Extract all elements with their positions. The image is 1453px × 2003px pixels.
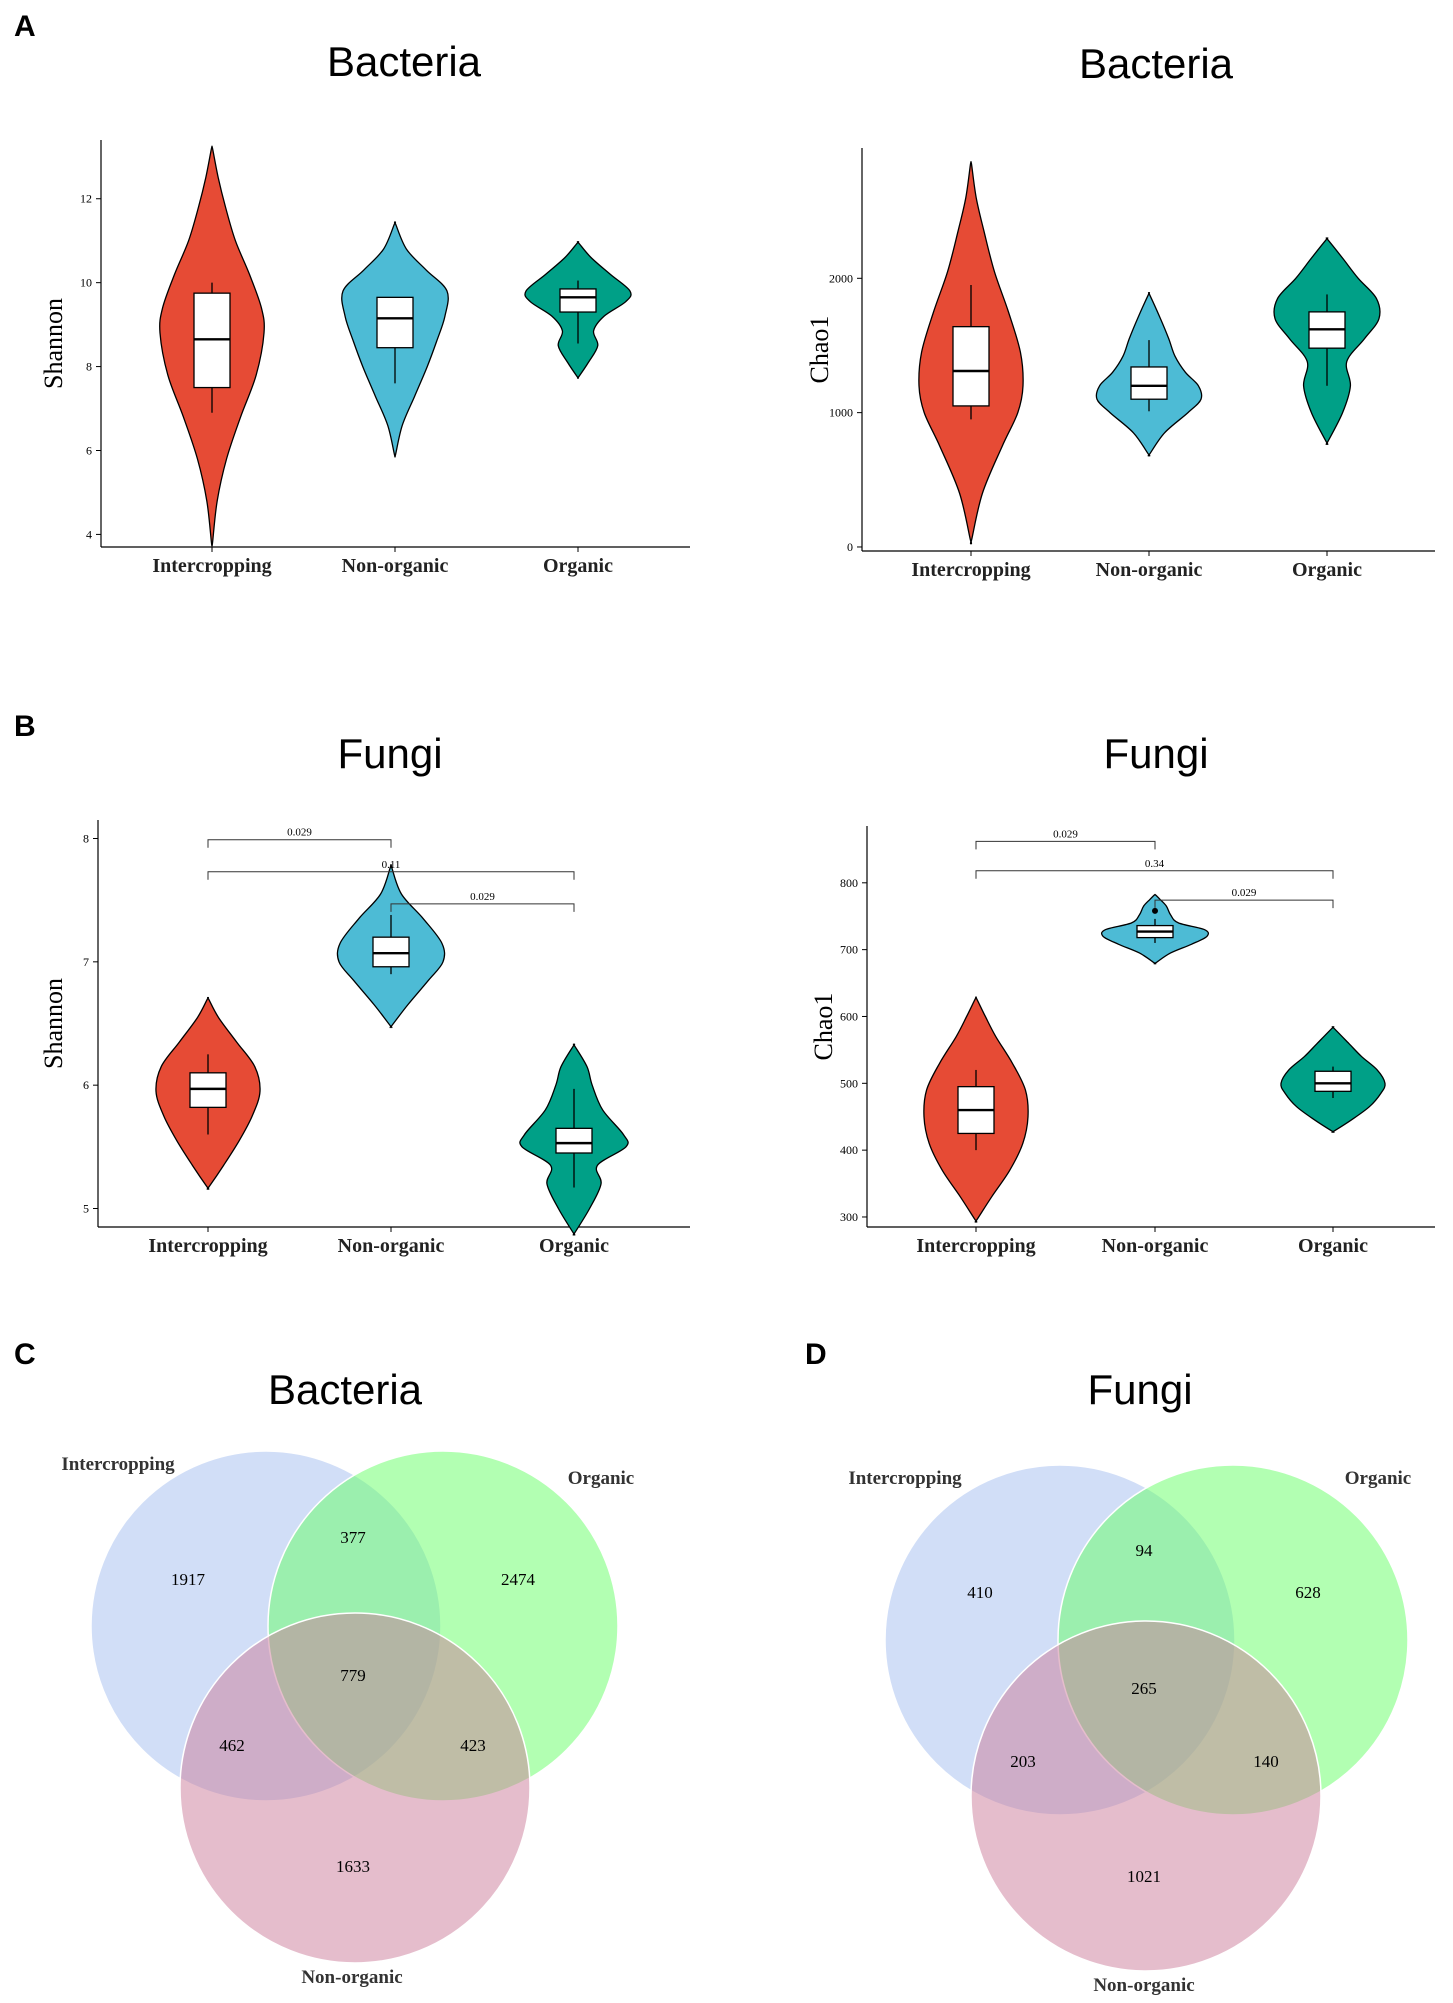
significance-bracket: [975, 870, 1334, 879]
y-tick-label: 7: [83, 955, 89, 969]
venn-count-non-organic-only: 1633: [336, 1857, 370, 1876]
p-value-label: 0.029: [287, 827, 312, 839]
venn-set-label: Non-organic: [1093, 1975, 1194, 1996]
boxplot-box: [189, 1072, 227, 1109]
x-category-label: Organic: [539, 1235, 609, 1257]
y-tick-label: 4: [86, 527, 92, 541]
x-category-label: Non-organic: [1096, 559, 1203, 581]
y-tick-label: 8: [83, 832, 89, 846]
boxplot-box: [559, 288, 597, 313]
y-tick-label: 8: [86, 360, 92, 374]
x-category-label: Organic: [1292, 559, 1362, 581]
x-category-label: Intercropping: [152, 555, 271, 577]
significance-bracket: [207, 871, 575, 880]
chart-title: Bacteria: [268, 1366, 423, 1413]
significance-bracket: [975, 840, 1156, 850]
boxplot-box: [952, 326, 990, 407]
y-tick-label: 800: [840, 876, 858, 890]
x-category-label: Non-organic: [338, 1235, 445, 1257]
y-axis-label: Chao1: [805, 316, 834, 384]
chart-title: Bacteria: [1079, 40, 1234, 87]
y-tick-label: 600: [840, 1009, 858, 1023]
significance-bracket: [207, 839, 392, 848]
venn-count-all: 265: [1131, 1679, 1157, 1698]
venn-circle-non-organic: [179, 1612, 531, 1964]
significance-bracket: [1154, 899, 1334, 909]
venn-set-label: Organic: [1345, 1468, 1412, 1489]
p-value-label: 0.34: [1145, 858, 1165, 870]
boxplot-box: [555, 1127, 593, 1154]
venn-set-label: Organic: [568, 1468, 635, 1489]
venn-circle-non-organic: [970, 1620, 1322, 1972]
panel-letter-a: A: [14, 10, 36, 43]
p-value-label: 0.029: [1053, 828, 1078, 840]
x-category-label: Non-organic: [1102, 1235, 1209, 1257]
y-tick-label: 6: [86, 443, 92, 457]
venn-count-organic-non-organic: 423: [460, 1736, 486, 1755]
venn-count-all: 779: [340, 1666, 366, 1685]
y-tick-label: 300: [840, 1210, 858, 1224]
boxplot-box: [372, 936, 410, 968]
y-axis-label: Chao1: [809, 993, 838, 1061]
venn-set-label: Intercropping: [61, 1454, 175, 1475]
y-axis-label: Shannon: [39, 978, 68, 1069]
panel-letter-c: C: [14, 1338, 36, 1371]
panel-letter-b: B: [14, 710, 36, 743]
y-tick-label: 700: [840, 943, 858, 957]
x-category-label: Organic: [1298, 1235, 1368, 1257]
x-category-label: Intercropping: [916, 1235, 1035, 1257]
y-tick-label: 1000: [829, 406, 853, 420]
y-tick-label: 0: [847, 540, 853, 554]
y-axis-label: Shannon: [39, 298, 68, 389]
venn-count-organic-only: 2474: [501, 1570, 536, 1589]
p-value-label: 0.029: [1232, 887, 1257, 899]
boxplot-outlier: [1152, 907, 1158, 914]
venn-count-intercropping-non-organic: 462: [219, 1736, 245, 1755]
x-category-label: Non-organic: [342, 555, 449, 577]
y-tick-label: 2000: [829, 271, 853, 285]
chart-title: Fungi: [337, 730, 442, 777]
y-tick-label: 10: [80, 276, 92, 290]
boxplot-box: [1130, 366, 1168, 400]
p-value-label: 0.11: [382, 859, 401, 871]
significance-bracket: [390, 903, 575, 912]
x-category-label: Intercropping: [148, 1235, 267, 1257]
boxplot-box: [376, 296, 414, 349]
venn-count-organic-non-organic: 140: [1253, 1752, 1279, 1771]
venn-count-intercropping-organic: 94: [1136, 1541, 1154, 1560]
boxplot-box: [1314, 1070, 1352, 1092]
chart-title: Fungi: [1087, 1366, 1192, 1413]
chart-title: Fungi: [1103, 730, 1208, 777]
y-tick-label: 400: [840, 1143, 858, 1157]
panel-letter-d: D: [805, 1338, 827, 1371]
p-value-label: 0.029: [470, 891, 495, 903]
y-tick-label: 500: [840, 1076, 858, 1090]
venn-count-organic-only: 628: [1295, 1583, 1321, 1602]
venn-count-intercropping-only: 1917: [171, 1570, 206, 1589]
x-category-label: Organic: [543, 555, 613, 577]
venn-set-label: Intercropping: [848, 1468, 962, 1489]
venn-set-label: Non-organic: [301, 1967, 402, 1988]
venn-count-intercropping-organic: 377: [340, 1528, 366, 1547]
y-tick-label: 5: [83, 1202, 89, 1216]
venn-count-intercropping-non-organic: 203: [1010, 1752, 1036, 1771]
y-tick-label: 12: [80, 192, 92, 206]
venn-count-intercropping-only: 410: [967, 1583, 993, 1602]
x-category-label: Intercropping: [911, 559, 1030, 581]
chart-title: Bacteria: [327, 38, 482, 85]
y-tick-label: 6: [83, 1078, 89, 1092]
venn-count-non-organic-only: 1021: [1127, 1867, 1161, 1886]
